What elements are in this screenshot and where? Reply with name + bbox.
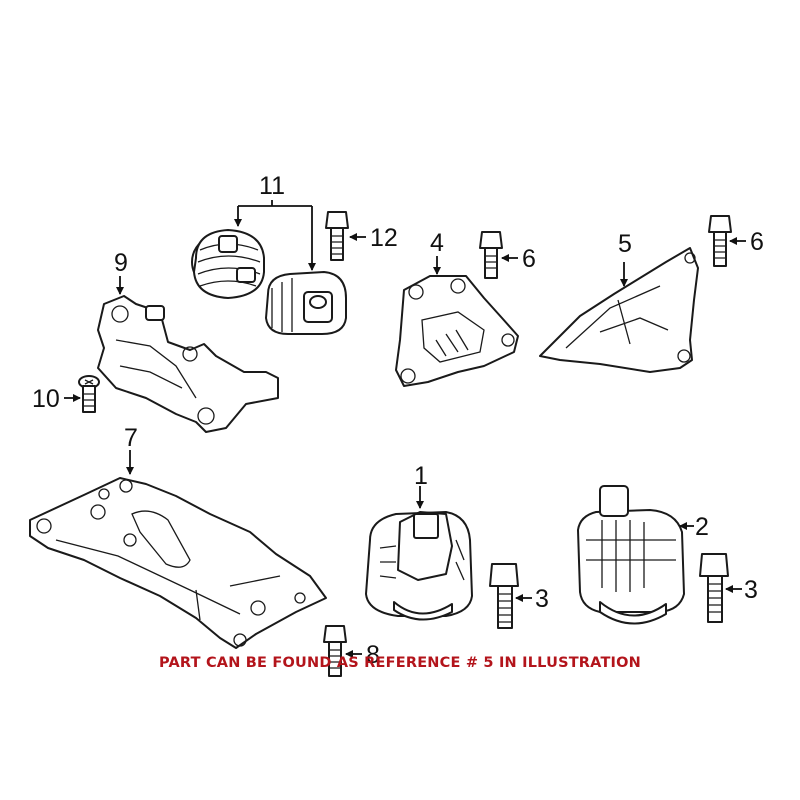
callout-6-left: 6	[522, 245, 536, 273]
callout-4: 4	[430, 229, 444, 257]
part-1-engine-mount	[365, 511, 473, 621]
reference-notice: PART CAN BE FOUND AS REFERENCE # 5 IN IL…	[159, 655, 641, 671]
part-4-engine-bracket	[395, 275, 519, 387]
part-10-bolt	[78, 375, 100, 413]
part-8-bolt	[323, 625, 347, 677]
callout-11-leader	[234, 200, 316, 271]
part-2-engine-mount	[577, 485, 685, 625]
callout-6-right: 6	[750, 228, 764, 256]
callout-10: 10	[32, 385, 60, 413]
part-11-transmission-mounts	[191, 229, 347, 335]
callout-7: 7	[124, 424, 138, 452]
callout-12: 12	[370, 224, 398, 252]
part-6-bolt-left	[479, 231, 503, 279]
part-7-crossmember	[29, 477, 327, 649]
part-5-support-arm	[539, 247, 699, 373]
part-12-bolt	[325, 211, 349, 261]
callout-2: 2	[695, 513, 709, 541]
callout-1: 1	[414, 462, 428, 490]
callout-5: 5	[618, 230, 632, 258]
part-3-bolt-right	[699, 553, 729, 623]
callout-9: 9	[114, 249, 128, 277]
callout-3-left: 3	[535, 585, 549, 613]
part-6-bolt-right	[708, 215, 732, 267]
part-9-bracket	[97, 295, 279, 433]
part-3-bolt-left	[489, 563, 519, 629]
callout-3-right: 3	[744, 576, 758, 604]
callout-8: 8	[366, 641, 380, 669]
callout-11: 11	[259, 172, 285, 200]
